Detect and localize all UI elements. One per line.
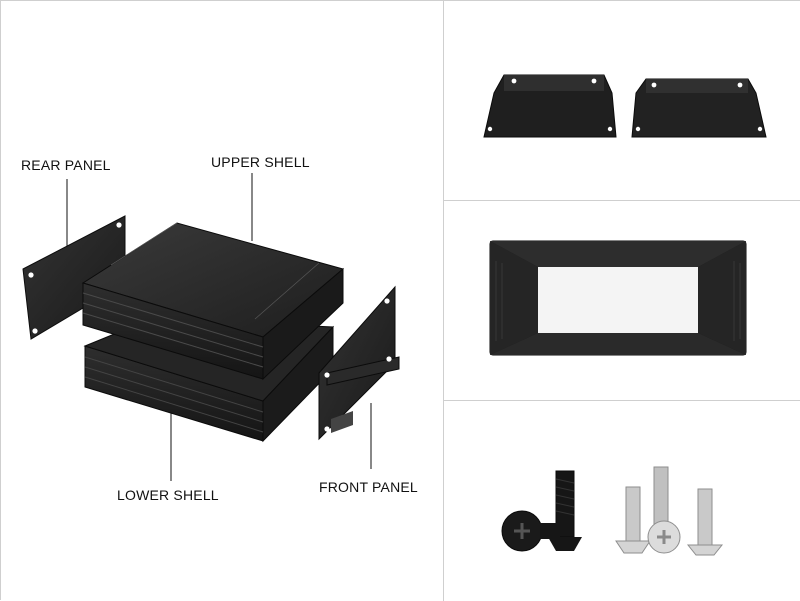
- upper-shell-label: UPPER SHELL: [211, 154, 310, 170]
- front-panel-label: FRONT PANEL: [319, 479, 418, 495]
- front-panel-part: [318, 285, 400, 441]
- enclosure-end-view-drawing: [489, 240, 747, 356]
- black-screw-standing: [548, 470, 582, 551]
- exploded-enclosure-drawing: [22, 173, 400, 481]
- end-panels-photo: [444, 1, 800, 201]
- exploded-view-panel: REAR PANEL UPPER SHELL LOWER SHELL FRONT…: [1, 1, 444, 601]
- silver-screw-group: [615, 466, 724, 556]
- screws-photo: [444, 401, 800, 601]
- screws-drawing: [501, 466, 724, 556]
- end-panels-drawing: [483, 74, 767, 138]
- end-panel-right: [631, 78, 767, 138]
- enclosure-end-view-photo: [444, 201, 800, 401]
- black-screw-lying: [501, 510, 560, 552]
- rear-panel-label: REAR PANEL: [21, 157, 111, 173]
- lower-shell-label: LOWER SHELL: [117, 487, 219, 503]
- upper-shell-part: [81, 222, 345, 381]
- end-panel-left: [483, 74, 617, 138]
